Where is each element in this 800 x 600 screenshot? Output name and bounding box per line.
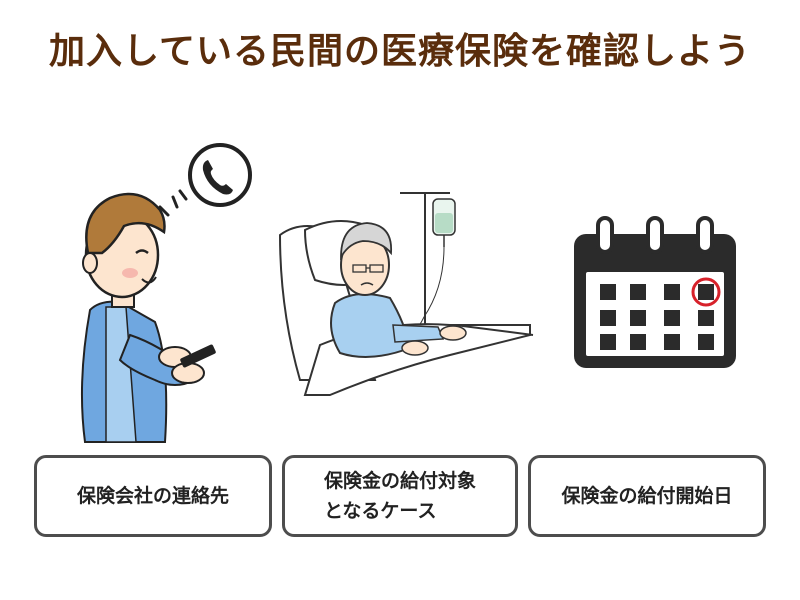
card-label-line-1: 保険金の給付対象 [323,469,476,492]
card-label-line-2: となるケース [323,500,437,522]
hospitalized-patient-illustration [278,192,534,396]
card-label: 保険会社の連絡先 [76,484,229,507]
card-label: 保険金の給付開始日 [561,484,733,507]
page-title: 加入している民間の医療保険を確認しよう [49,31,751,72]
man-with-phone-illustration [80,143,252,443]
insurer-contact-card: 保険会社の連絡先 [34,455,272,537]
coverage-cases-card: 保険金の給付対象 となるケース [282,455,518,537]
payment-start-date-card: 保険金の給付開始日 [528,455,766,537]
calendar-icon [574,216,736,368]
phone-icon [188,143,252,207]
